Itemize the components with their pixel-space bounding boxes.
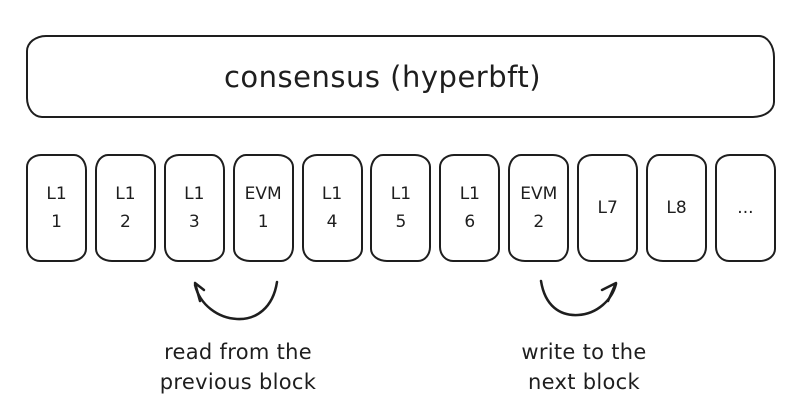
block-label-line1: L7 [597,198,618,218]
block-l1-5: L1 5 [370,154,432,262]
block-label-line1: L8 [666,198,687,218]
block-l1-3: L1 3 [163,154,225,262]
block-label-line1: L1 [46,184,67,204]
caption-write: write to the next block [464,337,704,397]
block-label-line2: 3 [188,212,200,232]
block-l1-1: L1 1 [26,154,87,262]
block-label-line1: L1 [459,184,480,204]
caption-read: read from the previous block [118,337,358,397]
block-l1-4: L1 4 [301,154,363,262]
caption-write-line1: write to the [521,340,647,364]
block-label-line2: 2 [119,212,131,232]
consensus-title: consensus (hyperbft) [223,59,542,94]
block-label-line2: 6 [464,212,476,232]
block-label-line1: L1 [321,184,343,204]
caption-read-line1: read from the [164,340,312,364]
block-l1-6: L1 6 [439,154,501,262]
block-evm-2: EVM 2 [508,154,570,262]
block-label-line2: 5 [395,212,407,232]
block-label-line2: 2 [533,212,545,232]
block-label-line2: 4 [326,212,338,232]
block-label-line1: L1 [184,184,205,204]
block-evm-1: EVM 1 [232,154,294,262]
read-arrow-icon [193,280,279,321]
block-label-line1: L1 [390,184,412,204]
block-label-line1: EVM [244,184,282,204]
blocks-row: L1 1 L1 2 L1 3 EVM 1 L1 4 L1 5 L1 6 EVM … [26,154,776,262]
block-label-line1: ... [737,198,754,218]
block-label-line1: L1 [115,184,136,204]
block-label-line2: 1 [257,212,269,232]
block-label-line2: 1 [51,212,62,232]
block-ellipsis: ... [714,154,776,262]
write-arrow-icon [539,279,618,317]
block-l7: L7 [577,154,639,262]
consensus-box: consensus (hyperbft) [26,35,775,118]
block-l8: L8 [646,154,708,262]
block-l1-2: L1 2 [94,154,156,262]
caption-read-line2: previous block [159,370,317,394]
block-label-line1: EVM [520,184,558,204]
caption-write-line2: next block [528,370,640,394]
